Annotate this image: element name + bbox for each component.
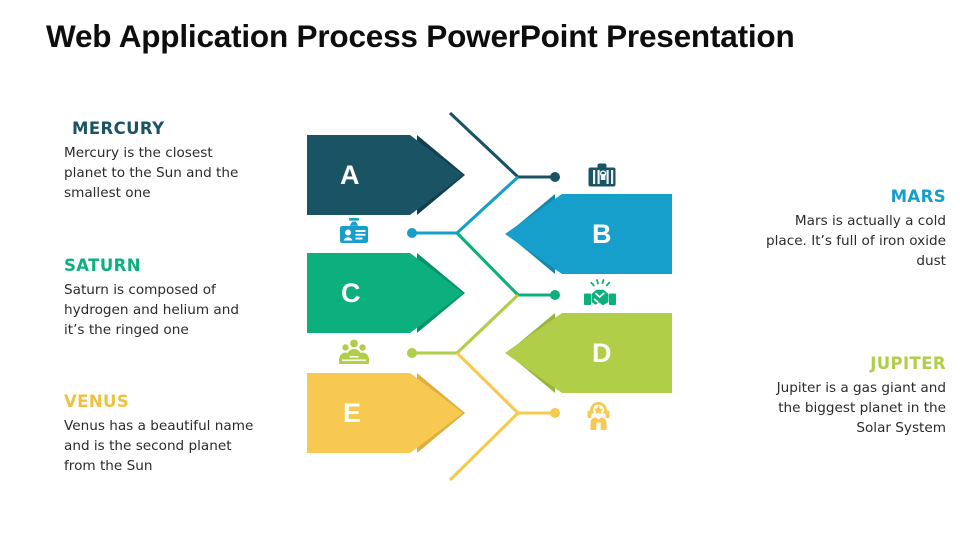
- handshake-icon: [584, 279, 616, 306]
- heading-mercury: MERCURY: [72, 119, 165, 138]
- heading-saturn: SATURN: [64, 256, 141, 275]
- text-block-jupiter: JUPITER Jupiter is a gas giant and the b…: [751, 355, 946, 439]
- arrow-a[interactable]: [307, 135, 465, 215]
- heading-mars: MARS: [890, 187, 946, 206]
- text-block-venus: VENUS Venus has a beautiful name and is …: [64, 393, 259, 477]
- body-mercury: Mercury is the closest planet to the Sun…: [64, 145, 239, 201]
- body-jupiter: Jupiter is a gas giant and the biggest p…: [776, 380, 946, 436]
- connector-d: [455, 293, 520, 355]
- body-saturn: Saturn is composed of hydrogen and heliu…: [64, 282, 240, 338]
- heading-jupiter: JUPITER: [870, 354, 946, 373]
- id-badge-icon: [340, 218, 368, 243]
- connector-b: [455, 175, 520, 235]
- arrow-a-body: [307, 135, 463, 215]
- arrow-d[interactable]: [505, 313, 672, 393]
- arrow-b-body: [505, 194, 672, 274]
- connector-a: [448, 111, 520, 179]
- arrow-c-body: [307, 253, 463, 333]
- support-agent-icon: [587, 402, 610, 430]
- text-block-saturn: SATURN Saturn is composed of hydrogen an…: [64, 257, 259, 341]
- team-group-icon: [339, 339, 369, 364]
- arrow-b[interactable]: [505, 194, 672, 274]
- arrow-c[interactable]: [307, 253, 465, 333]
- connector-c: [455, 231, 520, 297]
- connector-e-tail: [448, 411, 520, 482]
- text-block-mercury: MERCURY Mercury is the closest planet to…: [64, 120, 259, 204]
- text-block-mars: MARS Mars is actually a cold place. It’s…: [760, 188, 946, 272]
- briefcase-icon: [588, 163, 616, 187]
- arrow-e[interactable]: [307, 373, 465, 453]
- process-diagram: A B C D E: [290, 105, 690, 490]
- heading-venus: VENUS: [64, 392, 130, 411]
- body-mars: Mars is actually a cold place. It’s full…: [765, 213, 946, 269]
- page-title: Web Application Process PowerPoint Prese…: [46, 18, 795, 54]
- body-venus: Venus has a beautiful name and is the se…: [64, 418, 254, 474]
- arrow-d-body: [505, 313, 672, 393]
- arrow-e-body: [307, 373, 463, 453]
- connector-nodes: [407, 172, 560, 418]
- connector-e: [455, 351, 520, 415]
